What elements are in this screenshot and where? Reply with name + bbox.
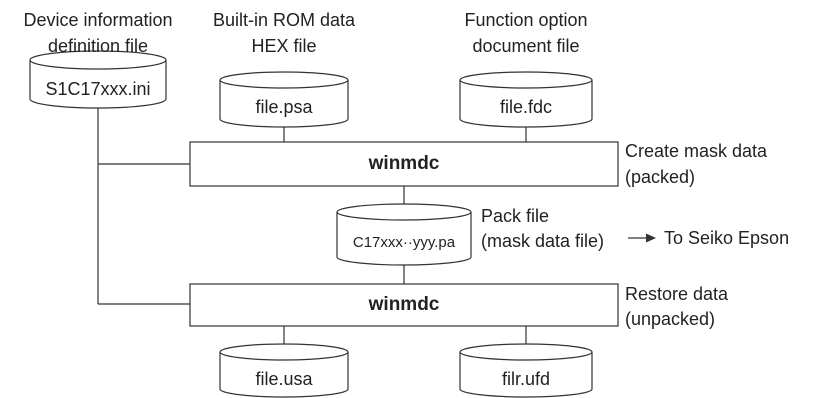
ini-cylinder-icon <box>29 50 167 109</box>
ini-heading-line2: definition file <box>47 36 149 56</box>
psa-cylinder-icon <box>219 71 349 128</box>
restore-process-label: winmdc <box>368 294 440 315</box>
pack-note-line1: Pack file <box>481 206 550 226</box>
ufd-cylinder-icon <box>459 343 593 398</box>
create-process-box <box>189 141 619 187</box>
pack-note-line2: (mask data file) <box>481 231 605 251</box>
usa-filename: file.usa <box>255 369 313 389</box>
create-process-label: winmdc <box>368 153 440 174</box>
restore-note-line1: Restore data <box>625 284 729 304</box>
pack-cylinder-icon <box>336 203 472 266</box>
ini-heading-line1: Device information <box>23 10 173 30</box>
psa-heading-line2: HEX file <box>251 36 317 56</box>
restore-note-line2: (unpacked) <box>625 309 716 329</box>
create-note-line2: (packed) <box>625 167 696 187</box>
destination-label: To Seiko Epson <box>664 228 790 248</box>
restore-process-box <box>189 283 619 327</box>
arrow-right-icon <box>646 233 656 243</box>
fdc-heading-line2: document file <box>472 36 580 56</box>
psa-filename: file.psa <box>255 97 313 117</box>
create-note-line1: Create mask data <box>625 141 768 161</box>
fdc-heading-line1: Function option <box>464 10 588 30</box>
psa-heading-line1: Built-in ROM data <box>212 10 356 30</box>
pack-filename: C17xxx··yyy.pa <box>352 234 456 251</box>
fdc-cylinder-icon <box>459 71 593 128</box>
fdc-filename: file.fdc <box>499 97 553 117</box>
usa-cylinder-icon <box>219 343 349 398</box>
ini-filename: S1C17xxx.ini <box>45 79 151 99</box>
ufd-filename: filr.ufd <box>501 369 551 389</box>
